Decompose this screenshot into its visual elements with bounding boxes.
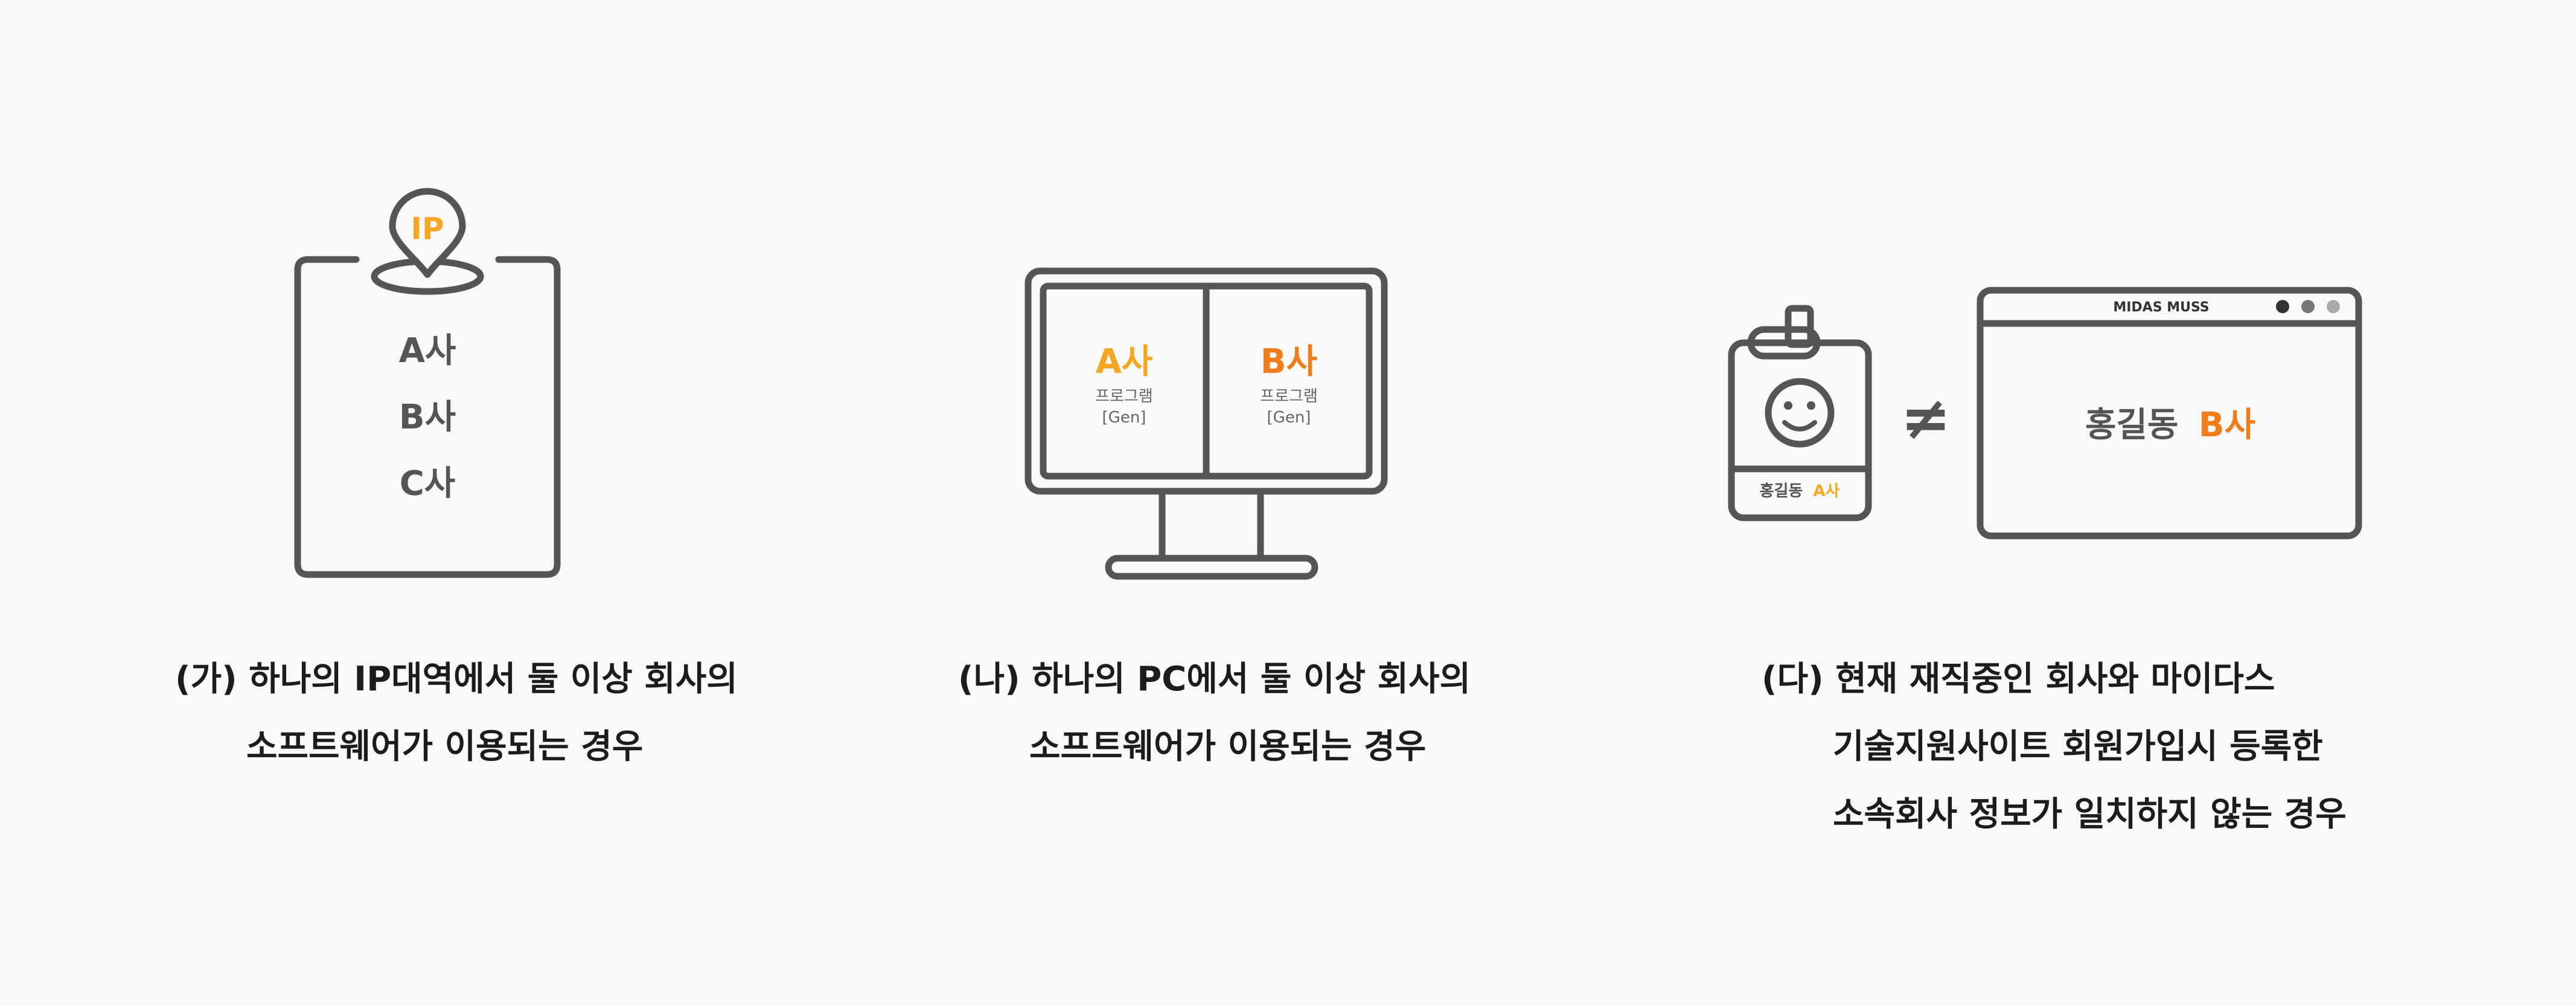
- caption-c: (다) 현재 재직중인 회사와 마이다스 기술지원사이트 회원가입시 등록한 소…: [1762, 646, 2347, 848]
- browser-user-name: 홍길동: [2085, 406, 2179, 445]
- badge-name: 홍길동: [1760, 482, 1803, 500]
- caption-c-line-1: (다) 현재 재직중인 회사와 마이다스: [1762, 660, 2275, 699]
- caption-a-line-1: (가) 하나의 IP대역에서 둘 이상 회사의: [175, 660, 738, 699]
- window-dot-3-icon: [2327, 300, 2340, 313]
- caption-b-line-1: (나) 하나의 PC에서 둘 이상 회사의: [958, 660, 1471, 699]
- caption-b: (나) 하나의 PC에서 둘 이상 회사의 소프트웨어가 이용되는 경우: [958, 646, 1471, 781]
- monitor-outer-frame: [1024, 267, 1388, 495]
- id-badge-icon: [1728, 339, 1872, 521]
- panel-a-ip-icon: IP A사 B사 C사: [294, 188, 561, 578]
- left-program-label: 프로그램: [1095, 387, 1153, 406]
- badge-company: A사: [1813, 482, 1839, 500]
- badge-label: 홍길동 A사: [1760, 482, 1840, 500]
- clipboard-outline: [294, 256, 561, 578]
- panel-c-mismatch-icon: 홍길동 A사 ≠ MIDAS MUSS 홍길동 B사: [1728, 287, 2362, 540]
- right-company-title: B사: [1261, 342, 1317, 381]
- company-a-label: A사: [399, 331, 456, 371]
- left-company-title: A사: [1096, 342, 1153, 381]
- browser-title: MIDAS MUSS: [2113, 300, 2209, 315]
- smiley-eye-left: [1784, 401, 1792, 410]
- browser-user-label: 홍길동 B사: [2085, 406, 2255, 445]
- not-equal-icon: ≠: [1900, 383, 1951, 453]
- right-program-gen: [Gen]: [1267, 409, 1311, 427]
- monitor-stand-base: [1105, 555, 1318, 580]
- caption-c-line-2: 기술지원사이트 회원가입시 등록한: [1833, 727, 2323, 766]
- window-dot-1-icon: [2276, 300, 2289, 313]
- right-program-label: 프로그램: [1260, 387, 1318, 406]
- company-b-label: B사: [399, 398, 456, 437]
- browser-window-frame: [1977, 287, 2362, 540]
- smiley-mouth: [1782, 420, 1817, 431]
- caption-a: (가) 하나의 IP대역에서 둘 이상 회사의 소프트웨어가 이용되는 경우: [175, 646, 738, 781]
- caption-b-line-2: 소프트웨어가 이용되는 경우: [1029, 727, 1427, 766]
- left-program-gen: [Gen]: [1102, 409, 1146, 427]
- caption-a-line-2: 소프트웨어가 이용되는 경우: [246, 727, 644, 766]
- smiley-face-icon: [1765, 378, 1835, 448]
- pin-label: IP: [411, 211, 444, 246]
- window-dot-2-icon: [2301, 300, 2315, 313]
- browser-user-company: B사: [2199, 406, 2255, 445]
- company-c-label: C사: [400, 464, 456, 503]
- panel-b-monitor-icon: A사 프로그램 [Gen] B사 프로그램 [Gen]: [1024, 267, 1388, 580]
- smiley-eye-right: [1807, 401, 1815, 410]
- caption-c-line-3: 소속회사 정보가 일치하지 않는 경우: [1833, 795, 2347, 834]
- location-pin-icon: [389, 188, 466, 278]
